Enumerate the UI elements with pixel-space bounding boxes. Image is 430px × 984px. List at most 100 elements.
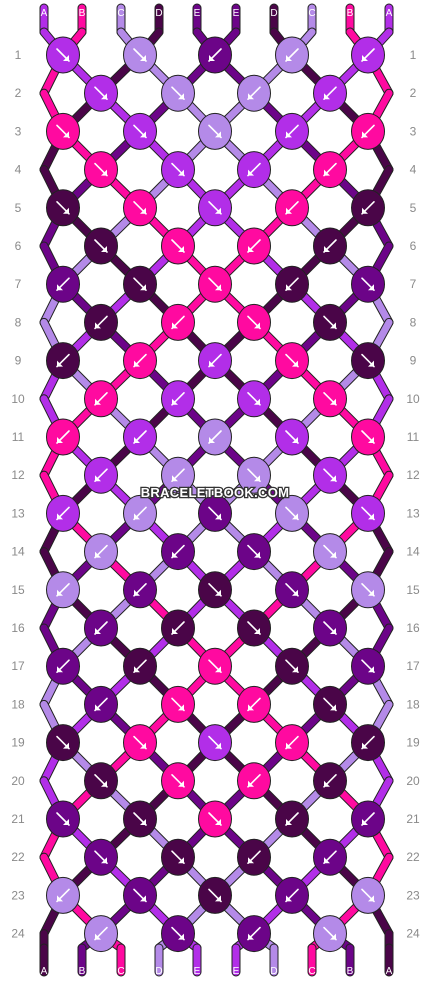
knot bbox=[84, 380, 118, 418]
row-number-left: 22 bbox=[11, 850, 25, 864]
arrow-head bbox=[134, 360, 140, 367]
knot bbox=[123, 647, 157, 685]
knot bbox=[275, 571, 309, 609]
arrow-head bbox=[95, 704, 101, 711]
row-number-left: 9 bbox=[15, 354, 22, 368]
strand-label-top: B bbox=[79, 8, 86, 19]
arrow-head bbox=[324, 780, 330, 787]
knot bbox=[237, 74, 271, 112]
arrow-head bbox=[215, 207, 221, 214]
knot bbox=[237, 838, 271, 876]
arrow-head bbox=[209, 437, 215, 443]
arrow-head bbox=[286, 819, 292, 825]
row-number-left: 19 bbox=[11, 736, 25, 750]
knot bbox=[351, 647, 385, 685]
arrow-head bbox=[101, 857, 107, 864]
knot bbox=[123, 112, 157, 150]
strand-label-top: A bbox=[41, 8, 48, 19]
arrow-head bbox=[248, 780, 254, 787]
knot bbox=[198, 571, 232, 609]
row-number-right: 2 bbox=[410, 86, 417, 100]
row-number-right: 10 bbox=[406, 392, 420, 406]
knot bbox=[161, 456, 195, 494]
arrow-head bbox=[330, 933, 336, 940]
knot bbox=[198, 418, 232, 456]
knot bbox=[313, 762, 347, 800]
arrow-head bbox=[57, 589, 63, 596]
arrow-head bbox=[215, 742, 221, 749]
knot bbox=[46, 342, 80, 380]
knot bbox=[198, 36, 232, 74]
strand-label-bottom: C bbox=[308, 966, 315, 977]
arrow-head bbox=[330, 551, 336, 558]
row-number-left: 21 bbox=[11, 812, 25, 826]
arrow-head bbox=[172, 475, 178, 482]
knot bbox=[84, 74, 118, 112]
arrow-head bbox=[324, 169, 330, 176]
knot bbox=[198, 724, 232, 762]
arrow-head bbox=[57, 284, 63, 291]
knot bbox=[351, 494, 385, 532]
knot bbox=[46, 647, 80, 685]
arrow-head bbox=[248, 169, 254, 176]
strand-label-bottom: D bbox=[270, 966, 277, 977]
row-number-left: 5 bbox=[15, 201, 22, 215]
row-number-left: 15 bbox=[11, 583, 25, 597]
knot bbox=[275, 647, 309, 685]
arrow-head bbox=[368, 895, 374, 902]
row-number-left: 23 bbox=[11, 888, 25, 902]
row-number-right: 23 bbox=[406, 888, 420, 902]
arrow-head bbox=[330, 704, 336, 711]
arrow-head bbox=[140, 207, 146, 214]
row-number-left: 1 bbox=[15, 48, 22, 62]
arrow-head bbox=[254, 322, 260, 329]
arrow-head bbox=[63, 131, 69, 138]
arrow-head bbox=[95, 628, 101, 634]
strand-label-top: C bbox=[117, 8, 124, 19]
knot bbox=[313, 533, 347, 571]
row-number-left: 2 bbox=[15, 86, 22, 100]
arrow-head bbox=[178, 93, 184, 100]
knot bbox=[237, 762, 271, 800]
arrow-head bbox=[95, 322, 101, 329]
row-number-right: 24 bbox=[406, 927, 420, 941]
knot bbox=[161, 838, 195, 876]
row-number-right: 7 bbox=[410, 277, 417, 291]
knot bbox=[275, 189, 309, 227]
row-number-right: 9 bbox=[410, 354, 417, 368]
row-number-left: 20 bbox=[11, 774, 25, 788]
row-number-left: 11 bbox=[12, 430, 25, 444]
knot-layer bbox=[46, 36, 385, 953]
arrow-head bbox=[209, 360, 215, 367]
arrow-head bbox=[140, 284, 146, 291]
knot bbox=[84, 227, 118, 265]
arrow-head bbox=[215, 131, 221, 138]
arrow-head bbox=[368, 284, 374, 291]
arrow-head bbox=[57, 437, 63, 443]
arrow-head bbox=[368, 360, 374, 367]
row-number-right: 18 bbox=[406, 697, 420, 711]
row-number-right: 21 bbox=[406, 812, 420, 826]
knot bbox=[84, 456, 118, 494]
arrow-head bbox=[172, 551, 178, 558]
knot bbox=[161, 74, 195, 112]
arrow-head bbox=[286, 284, 292, 291]
knot bbox=[313, 609, 347, 647]
arrow-head bbox=[57, 360, 63, 367]
row-number-right: 12 bbox=[406, 468, 420, 482]
knot bbox=[237, 533, 271, 571]
knot bbox=[161, 685, 195, 723]
arrow-head bbox=[209, 55, 215, 61]
knot bbox=[351, 189, 385, 227]
knot bbox=[275, 724, 309, 762]
knot bbox=[351, 36, 385, 74]
arrow-head bbox=[178, 704, 184, 711]
arrow-head bbox=[324, 93, 330, 100]
row-number-left: 3 bbox=[15, 124, 22, 138]
arrow-head bbox=[101, 246, 107, 252]
arrow-head bbox=[140, 742, 146, 749]
knot bbox=[84, 151, 118, 189]
knot bbox=[123, 265, 157, 303]
knot bbox=[275, 342, 309, 380]
